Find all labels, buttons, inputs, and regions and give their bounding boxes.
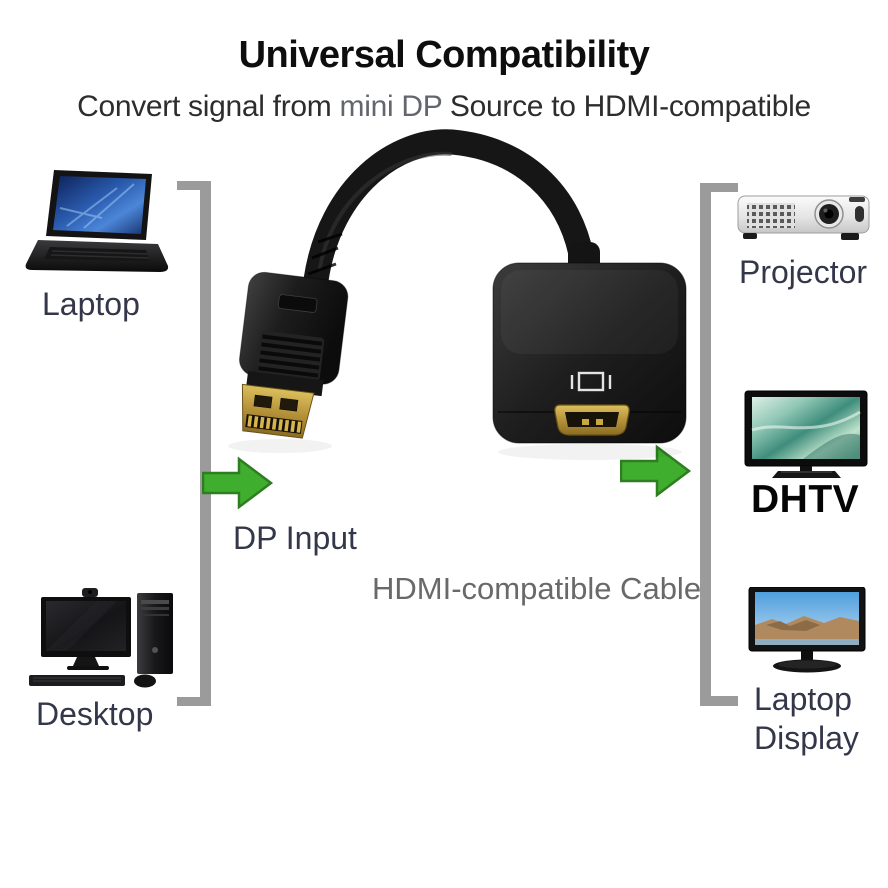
left-group-bracket — [177, 181, 211, 706]
tv-label: DHTV — [751, 478, 860, 521]
laptop-label: Laptop — [42, 286, 140, 322]
projector-image — [737, 195, 870, 240]
monitor-label: Laptop Display — [754, 681, 859, 756]
desktop-image — [29, 588, 173, 688]
flow-arrow-right-icon — [620, 444, 692, 498]
tv-image — [744, 390, 868, 478]
page-title: Universal Compatibility — [238, 34, 650, 76]
adapter-image — [228, 129, 687, 460]
monitor-image — [748, 587, 866, 673]
right-group-bracket — [700, 183, 738, 706]
dp-input-label: DP Input — [233, 520, 357, 556]
desktop-label: Desktop — [36, 696, 154, 732]
subtitle-highlight: mini DP — [339, 90, 443, 123]
projector-label: Projector — [739, 254, 868, 290]
subtitle-prefix: Convert signal from — [77, 90, 340, 123]
hdmi-cable-label: HDMI-compatible Cable — [372, 571, 702, 606]
laptop-image — [25, 170, 169, 272]
subtitle-suffix: Source to HDMI-compatible — [441, 90, 811, 123]
display-out-icon — [570, 371, 612, 392]
flow-arrow-left-icon — [202, 456, 274, 510]
subtitle: Convert signal from mini DP Source to HD… — [0, 90, 888, 124]
